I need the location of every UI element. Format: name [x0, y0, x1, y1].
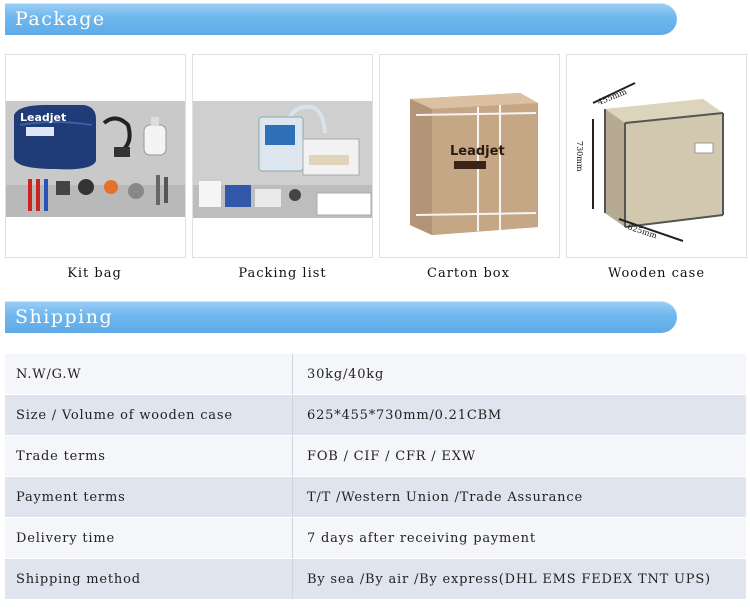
carton-brand-text: Leadjet	[450, 144, 505, 159]
table-row: Payment terms T/T /Western Union /Trade …	[5, 476, 746, 518]
case-height-label: 730mm	[575, 141, 584, 172]
row-label: Trade terms	[5, 435, 293, 477]
kit-bag-photo: Leadjet	[6, 101, 185, 217]
carton-box-photo-frame: Leadjet	[379, 54, 560, 258]
row-value: T/T /Western Union /Trade Assurance	[292, 476, 746, 518]
row-label: Shipping method	[5, 558, 293, 600]
kit-bag-caption: Kit bag	[67, 266, 122, 281]
package-banner: Package	[5, 3, 677, 35]
package-title: Package	[15, 8, 106, 30]
case-width-label: 455mm	[596, 87, 628, 107]
row-value: FOB / CIF / CFR / EXW	[292, 435, 746, 477]
shipping-title: Shipping	[15, 306, 114, 328]
packing-list-photo-frame	[192, 54, 373, 258]
table-row: Delivery time 7 days after receiving pay…	[5, 517, 746, 559]
bag-brand-text: Leadjet	[20, 111, 66, 124]
row-value: By sea /By air /By express(DHL EMS FEDEX…	[292, 558, 746, 600]
carton-box-caption: Carton box	[427, 266, 510, 281]
table-row: Shipping method By sea /By air /By expre…	[5, 558, 746, 600]
row-value: 625*455*730mm/0.21CBM	[292, 394, 746, 436]
row-value: 30kg/40kg	[292, 354, 746, 395]
table-row: Trade terms FOB / CIF / CFR / EXW	[5, 435, 746, 477]
row-value: 7 days after receiving payment	[292, 517, 746, 559]
shipping-table: N.W/G.W 30kg/40kg Size / Volume of woode…	[5, 354, 746, 600]
carton-box-photo: Leadjet	[410, 93, 538, 235]
packing-list-photo	[193, 101, 372, 218]
shipping-banner: Shipping	[5, 301, 677, 333]
table-row: N.W/G.W 30kg/40kg	[5, 354, 746, 395]
wooden-case-caption: Wooden case	[607, 266, 706, 281]
table-row: Size / Volume of wooden case 625*455*730…	[5, 394, 746, 436]
packing-list-caption: Packing list	[238, 266, 327, 281]
row-label: Size / Volume of wooden case	[5, 394, 293, 436]
row-label: Payment terms	[5, 476, 293, 518]
kit-bag-photo-frame: Leadjet	[5, 54, 186, 258]
wooden-case-photo-frame: 455mm 730mm 625mm	[566, 54, 747, 258]
wooden-case-photo: 455mm 730mm 625mm	[575, 82, 724, 242]
row-label: N.W/G.W	[5, 354, 293, 395]
row-label: Delivery time	[5, 517, 293, 559]
